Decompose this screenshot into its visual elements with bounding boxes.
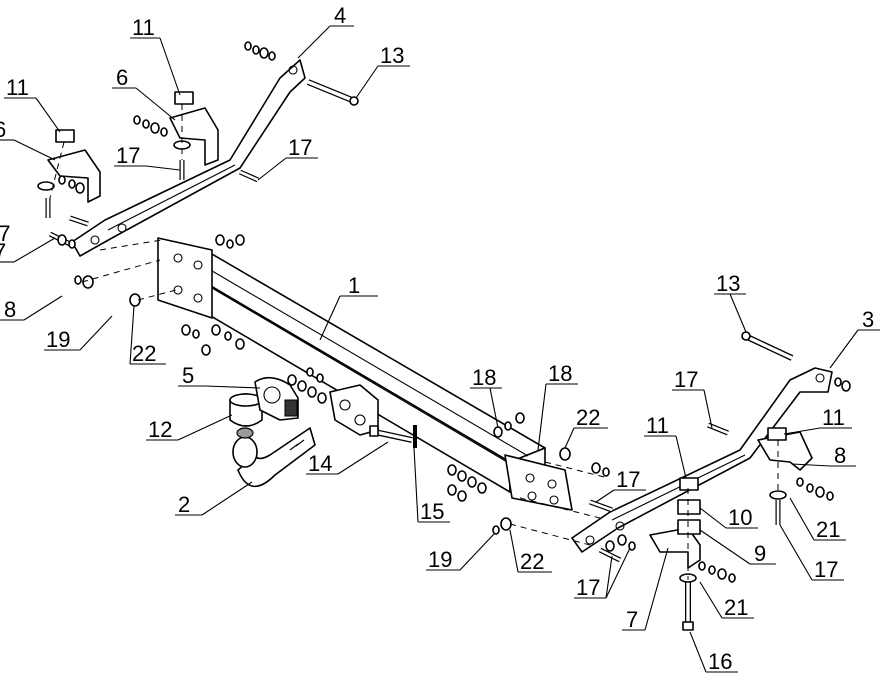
clamp-nut-11-d [767, 427, 787, 441]
assembly-lines [49, 104, 779, 580]
callout-11-left: 11 [6, 75, 29, 100]
callout-16: 16 [708, 649, 732, 674]
bolt-16 [682, 580, 694, 631]
long-bolt-13-upper [306, 79, 359, 106]
bolts-17 [45, 160, 781, 563]
callout-17-right-upper: 17 [674, 367, 698, 392]
callout-17-bottom: 17 [576, 575, 600, 600]
clamp-nut-11-c [679, 477, 699, 491]
bracket-6-upper [169, 107, 219, 166]
callout-8-left: 8 [4, 297, 16, 322]
spacer-plate-10 [677, 499, 701, 515]
callout-11-upper: 11 [132, 15, 155, 40]
callout-6-upper: 6 [116, 65, 128, 90]
callout-22-right-upper: 22 [576, 405, 600, 430]
callout-labels: 1 2 3 4 5 6 6 7 7 8 8 9 10 11 11 11 11 1… [0, 3, 874, 674]
left-side-arm [71, 59, 306, 257]
callout-7-left: 7 [0, 239, 6, 264]
callout-18-right: 18 [548, 361, 572, 386]
bolt-14 [369, 425, 413, 443]
callout-9: 9 [754, 541, 766, 566]
clamp-nut-11-b [55, 129, 75, 143]
callout-21-right: 21 [816, 517, 840, 542]
long-bolt-13-right [741, 331, 794, 361]
callout-15: 15 [420, 499, 444, 524]
callout-13-upper: 13 [380, 43, 404, 68]
cross-beam [157, 237, 573, 511]
callout-17-right-lower: 17 [814, 557, 838, 582]
callout-11-right: 11 [822, 405, 845, 430]
callout-18-left: 18 [472, 365, 496, 390]
callout-10: 10 [728, 505, 752, 530]
callout-3: 3 [862, 307, 874, 332]
ball-neck-2 [232, 427, 316, 488]
callout-17-upper-left: 17 [116, 143, 140, 168]
callout-7-bottom: 7 [626, 607, 638, 632]
washers-and-nuts [37, 41, 851, 583]
callout-17-left: 17 [0, 221, 10, 246]
spacer-plate-9 [677, 519, 701, 535]
callout-19-left: 19 [46, 327, 70, 352]
callout-14: 14 [308, 451, 332, 476]
callout-6-left: 6 [0, 117, 6, 142]
socket-plate-5 [254, 376, 299, 421]
callout-17-upper: 17 [288, 135, 312, 160]
callout-19-right: 19 [428, 547, 452, 572]
callout-4: 4 [334, 3, 346, 28]
callout-17-center: 17 [616, 467, 640, 492]
clamp-nut-11-a [174, 91, 194, 105]
bracket-6-left [47, 149, 101, 203]
callout-1: 1 [348, 273, 360, 298]
callout-5: 5 [182, 363, 194, 388]
callout-22-left: 22 [132, 341, 156, 366]
callout-11-center-right: 11 [646, 413, 669, 438]
callout-13-right: 13 [716, 271, 740, 296]
callout-2: 2 [178, 492, 190, 517]
leader-lines [0, 25, 880, 673]
callout-8-right: 8 [834, 443, 846, 468]
callout-22-right-lower: 22 [520, 549, 544, 574]
bracket-8-right [757, 431, 813, 471]
right-side-arm [571, 367, 833, 553]
callout-12: 12 [148, 417, 172, 442]
callout-21-bottom: 21 [724, 595, 748, 620]
